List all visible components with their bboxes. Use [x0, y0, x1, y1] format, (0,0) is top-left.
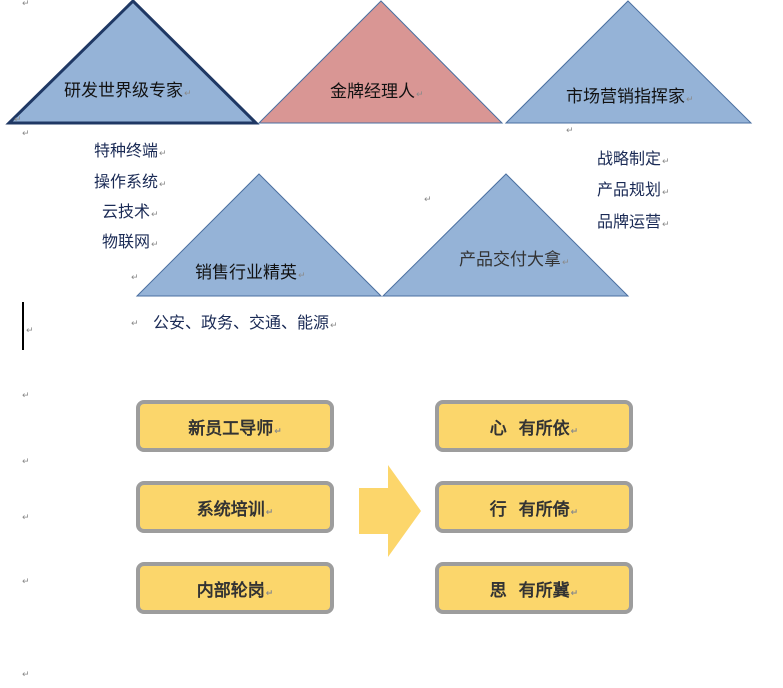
- paragraph-mark: ↵: [14, 115, 22, 125]
- box-action: 行 有所倚↵: [435, 481, 633, 533]
- list-item: 物联网↵: [102, 232, 159, 251]
- triangle-rd-label: 研发世界级专家↵: [64, 81, 192, 101]
- paragraph-mark: ↵: [22, 577, 30, 587]
- paragraph-mark: ↵: [26, 326, 34, 336]
- box-thought: 思 有所冀↵: [435, 562, 633, 614]
- box-internal-rotation: 内部轮岗↵: [136, 562, 334, 614]
- list-item: 云技术↵: [102, 202, 159, 221]
- list-item: 操作系统↵: [94, 172, 167, 191]
- paragraph-mark: ↵: [566, 126, 574, 136]
- paragraph-mark: ↵: [22, 457, 30, 467]
- triangle-diagram: [5, 0, 753, 297]
- triangle-product: [381, 173, 630, 297]
- paragraph-mark: ↵: [22, 670, 30, 680]
- triangle-gm-label: 金牌经理人↵: [330, 82, 424, 102]
- box-new-employee-mentor: 新员工导师↵: [136, 400, 334, 452]
- list-item: 品牌运营↵: [597, 212, 670, 231]
- paragraph-mark: ↵: [424, 195, 432, 205]
- paragraph-mark: ↵: [131, 273, 139, 283]
- triangle-rd: [5, 0, 260, 125]
- triangle-mk-label: 市场营销指挥家↵: [566, 87, 694, 107]
- paragraph-mark: ↵: [131, 319, 139, 329]
- triangle-sales: [135, 173, 383, 297]
- box-heart: 心 有所依↵: [435, 400, 633, 452]
- paragraph-mark: ↵: [22, 391, 30, 401]
- triangle-gm: [257, 0, 504, 124]
- text-cursor: [22, 302, 24, 350]
- right-arrow-icon: [359, 465, 421, 557]
- paragraph-mark: ↵: [22, 513, 30, 523]
- paragraph-mark: ↵: [22, 0, 30, 9]
- list-item: 战略制定↵: [597, 149, 670, 168]
- paragraph-mark: ↵: [22, 129, 30, 139]
- triangle-product-label: 产品交付大拿↵: [459, 250, 570, 270]
- sales-industries: 公安、政务、交通、能源↵: [153, 313, 338, 332]
- triangle-sales-label: 销售行业精英↵: [195, 263, 306, 283]
- triangle-mk: [504, 0, 753, 124]
- box-system-training: 系统培训↵: [136, 481, 334, 533]
- list-item: 产品规划↵: [597, 180, 670, 199]
- list-item: 特种终端↵: [94, 141, 167, 160]
